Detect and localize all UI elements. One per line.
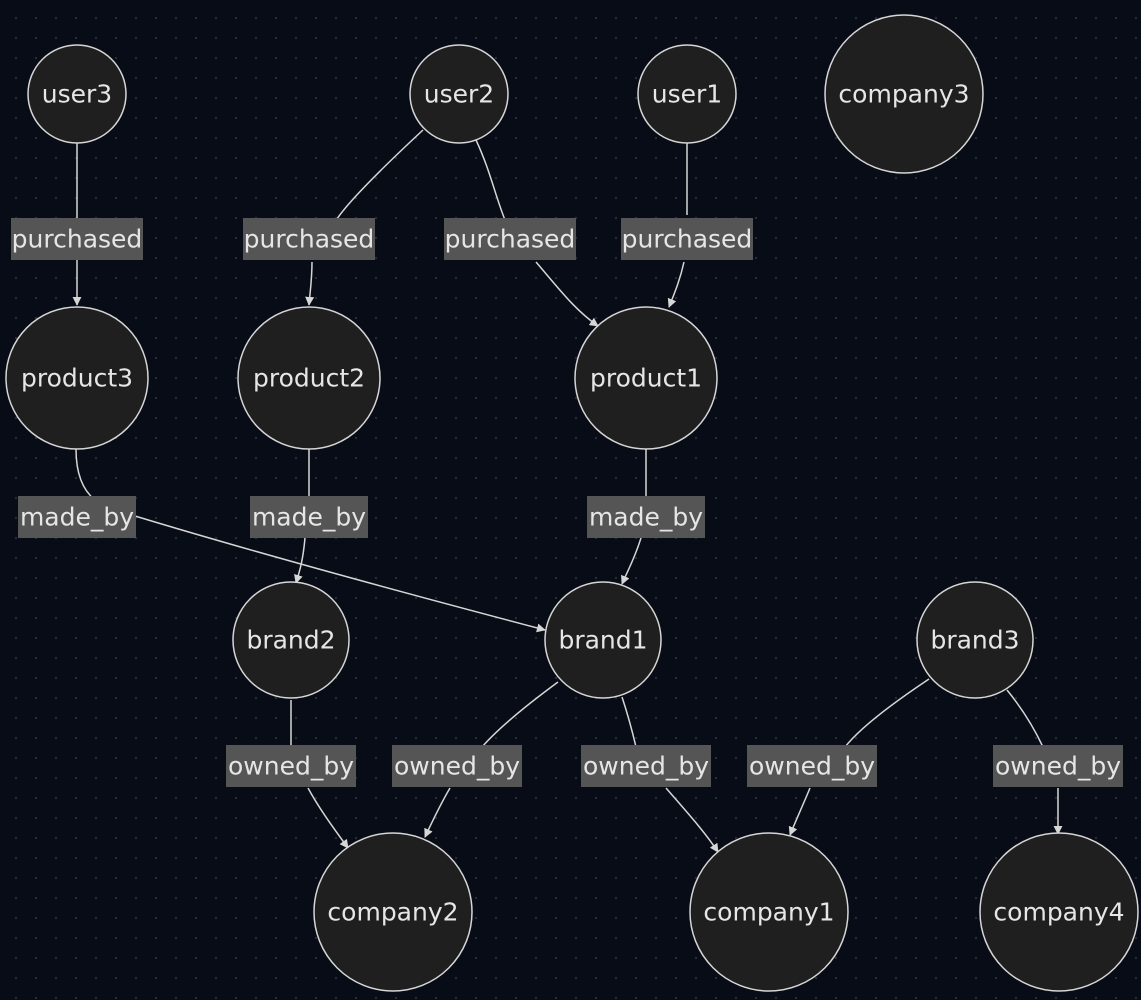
edge-label-text: purchased [244,225,375,254]
edge-product1-brand1 [622,449,647,584]
node-label: brand2 [246,626,335,655]
edge-label: purchased [243,218,375,260]
edge-label: owned_by [747,745,877,787]
edge-label-text: owned_by [749,752,875,781]
edge-user1-product1 [669,143,688,307]
node-label: brand3 [930,626,1019,655]
node-product2[interactable]: product2 [237,306,381,450]
edge-label: purchased [444,218,576,260]
edge-label-text: owned_by [995,752,1121,781]
edge-brand3-company4 [1006,689,1058,834]
node-user2[interactable]: user2 [409,44,509,144]
node-label: user3 [42,80,112,109]
edge-label: purchased [11,218,143,260]
node-label: product1 [590,364,702,393]
node-product3[interactable]: product3 [5,306,149,450]
node-company1[interactable]: company1 [689,832,849,992]
edge-label-text: made_by [589,503,703,532]
edge-labels: purchased purchased purchased purchased … [11,218,1123,787]
node-company3[interactable]: company3 [824,14,984,174]
node-user1[interactable]: user1 [637,44,737,144]
edge-label: made_by [587,496,705,538]
edge-label: owned_by [993,745,1123,787]
edge-label: made_by [250,496,368,538]
node-company4[interactable]: company4 [979,832,1139,992]
node-product1[interactable]: product1 [574,306,718,450]
edge-label-text: purchased [622,225,753,254]
edge-user2-product2 [309,129,424,305]
edge-brand2-company2 [290,700,348,848]
node-brand3[interactable]: brand3 [916,581,1034,699]
edge-label-text: owned_by [394,752,520,781]
node-label: product2 [253,364,365,393]
edge-brand1-company2 [425,681,559,837]
edge-label-text: owned_by [583,752,709,781]
node-company2[interactable]: company2 [313,832,473,992]
edge-product2-brand2 [296,449,310,583]
edge-label: owned_by [392,745,522,787]
edge-label-text: owned_by [228,752,354,781]
edge-label-text: purchased [12,225,143,254]
node-user3[interactable]: user3 [27,44,127,144]
node-label: product3 [21,364,133,393]
edge-label: made_by [18,496,136,538]
edge-label-text: made_by [252,503,366,532]
node-label: user1 [652,80,722,109]
node-brand2[interactable]: brand2 [232,581,350,699]
edge-label-text: purchased [445,225,576,254]
edge-label: purchased [621,218,753,260]
edge-user2-product1 [475,139,598,326]
node-label: user2 [424,80,494,109]
edge-label-text: made_by [20,503,134,532]
node-label: company2 [327,898,458,927]
node-label: company1 [703,898,834,927]
edge-brand3-company1 [790,678,930,835]
edges [76,129,1058,852]
node-label: company4 [993,898,1124,927]
edge-label: owned_by [226,745,356,787]
edge-label: owned_by [581,745,711,787]
edge-brand1-company1 [621,696,718,852]
node-brand1[interactable]: brand1 [544,581,662,699]
node-label: company3 [838,80,969,109]
nodes: user3 user2 user1 company3 product3 prod… [5,14,1139,992]
node-label: brand1 [558,626,647,655]
